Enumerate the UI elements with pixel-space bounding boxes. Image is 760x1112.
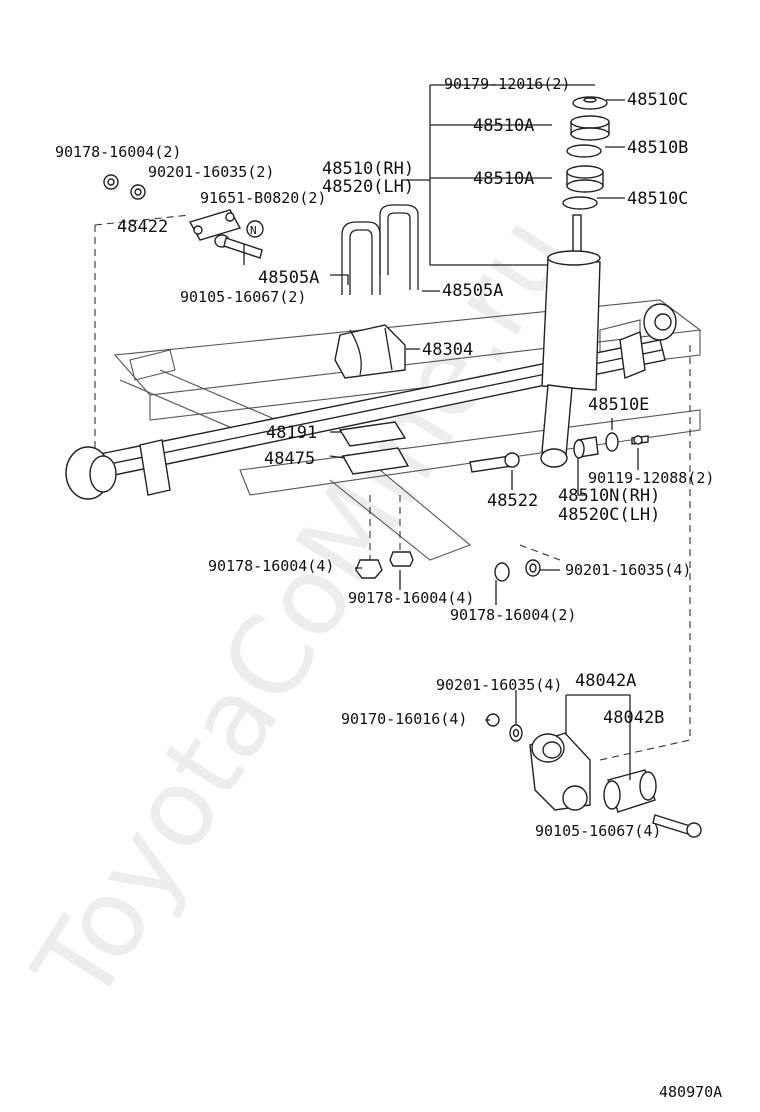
spring-pads: [338, 421, 410, 475]
label-48042b: 48042B: [603, 708, 664, 728]
small-fasteners-lower: [355, 551, 541, 582]
label-90201-16035-b: 90201-16035(4): [565, 561, 691, 579]
label-48510n-rh: 48510N(RH): [558, 486, 660, 506]
bolt-upper: [214, 234, 263, 259]
label-90178-16004-d: 90178-16004(2): [450, 606, 576, 624]
leader-lines: [243, 84, 639, 780]
label-90119-12088: 90119-12088(2): [588, 469, 714, 487]
label-90178-16004-c: 90178-16004(4): [348, 589, 474, 607]
label-48520-lh: 48520(LH): [322, 177, 414, 197]
shackle-plate: [188, 209, 242, 241]
label-90105-16067-a: 90105-16067(2): [180, 288, 306, 306]
label-48510-rh: 48510(RH): [322, 159, 414, 179]
u-bolts: [341, 204, 419, 295]
label-90170-16016: 90170-16016(4): [341, 710, 467, 728]
nut-marker-n: N: [250, 224, 257, 237]
bushing-bolt: [469, 452, 520, 473]
label-48510a-1: 48510A: [473, 116, 534, 136]
label-48520c-lh: 48520C(LH): [558, 505, 660, 525]
label-48422: 48422: [117, 217, 168, 237]
label-48510c-bottom: 48510C: [627, 189, 688, 209]
label-48510e: 48510E: [588, 395, 649, 415]
label-48510a-2: 48510A: [473, 169, 534, 189]
leaf-spring: [65, 303, 677, 500]
diagram-reference-code: 480970A: [659, 1083, 722, 1101]
spring-seat: [334, 324, 406, 379]
label-90105-16067-b: 90105-16067(4): [535, 822, 661, 840]
label-48042a: 48042A: [575, 671, 636, 691]
label-48505a-right: 48505A: [442, 281, 503, 301]
rear-shackle-assembly: [486, 713, 702, 838]
label-48475: 48475: [264, 449, 315, 469]
label-91651-b0820: 91651-B0820(2): [200, 189, 326, 207]
shock-bushing: [573, 432, 649, 459]
small-fasteners-upper: N: [103, 174, 264, 238]
label-90201-16035-a: 90201-16035(2): [148, 163, 274, 181]
shock-mount-parts: [562, 96, 610, 210]
shock-absorber: [540, 214, 601, 468]
label-48522: 48522: [487, 491, 538, 511]
label-48510b: 48510B: [627, 138, 688, 158]
label-48505a-left: 48505A: [258, 268, 319, 288]
label-48304: 48304: [422, 340, 473, 360]
part-labels: 90179-12016(2) 48510C 48510A 48510B 4851…: [55, 75, 714, 840]
label-90179-12016: 90179-12016(2): [444, 75, 570, 93]
label-90201-16035-c: 90201-16035(4): [436, 676, 562, 694]
label-48510c-top: 48510C: [627, 90, 688, 110]
label-90178-16004-b: 90178-16004(4): [208, 557, 334, 575]
label-90178-16004-a: 90178-16004(2): [55, 143, 181, 161]
label-48191: 48191: [266, 423, 317, 443]
